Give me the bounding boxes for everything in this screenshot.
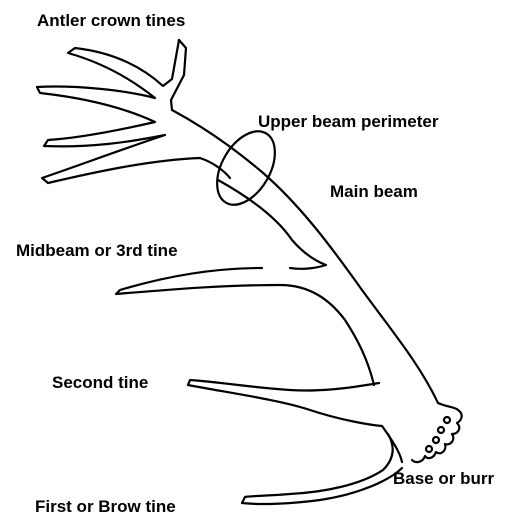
label-base-burr: Base or burr (393, 470, 494, 487)
upper-beam-perimeter-ellipse (205, 121, 287, 214)
second-tine-outline (188, 380, 402, 462)
burr-bump (433, 437, 439, 443)
label-midbeam-tine: Midbeam or 3rd tine (16, 242, 178, 259)
brow-tine-outline (242, 434, 402, 504)
label-crown-tines: Antler crown tines (37, 12, 185, 29)
midbeam-tine-outline (116, 268, 374, 385)
burr-bump (426, 446, 432, 452)
label-main-beam: Main beam (330, 183, 418, 200)
burr-bump (438, 427, 444, 433)
beam-left-edge (218, 180, 326, 269)
label-brow-tine: First or Brow tine (35, 498, 176, 515)
crown-tines-outline (37, 40, 230, 183)
burr-bump (444, 417, 450, 423)
main-beam-outline (171, 40, 458, 410)
label-second-tine: Second tine (52, 374, 148, 391)
label-upper-beam-perimeter: Upper beam perimeter (258, 113, 438, 130)
